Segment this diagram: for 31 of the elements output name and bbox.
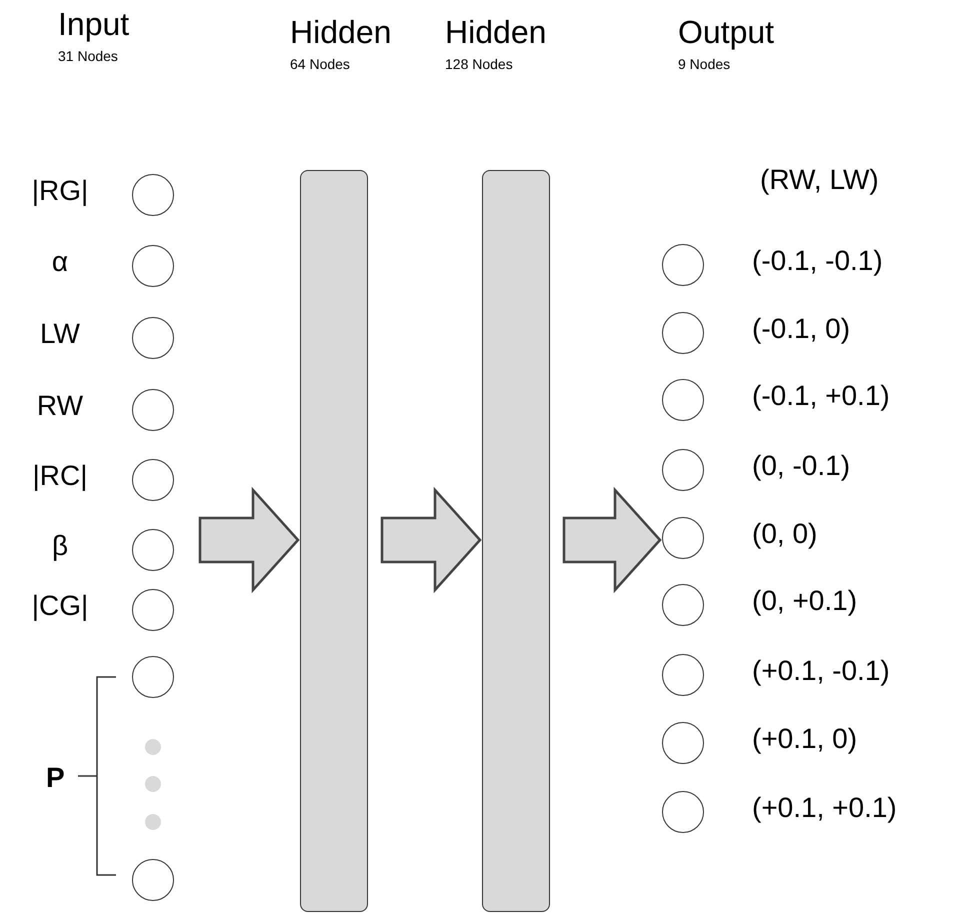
layer-title: Input bbox=[58, 5, 130, 44]
output-label: (-0.1, 0) bbox=[752, 312, 850, 346]
output-label: (-0.1, +0.1) bbox=[752, 379, 890, 413]
output-label: (0, 0) bbox=[752, 517, 818, 551]
node-count: 128 Nodes bbox=[445, 56, 513, 74]
output-label: (0, +0.1) bbox=[752, 584, 858, 618]
block-arrow bbox=[380, 486, 482, 594]
block-arrow bbox=[562, 486, 662, 594]
output-label: (0, -0.1) bbox=[752, 449, 850, 483]
input-label: β bbox=[52, 529, 68, 563]
layer-title: Hidden bbox=[290, 13, 392, 52]
group-label: P bbox=[46, 761, 65, 795]
node-count: 9 Nodes bbox=[678, 56, 730, 74]
output-label: (+0.1, -0.1) bbox=[752, 654, 890, 688]
input-label: α bbox=[52, 245, 68, 279]
output-label: (+0.1, 0) bbox=[752, 722, 858, 756]
layer-title: Hidden bbox=[445, 13, 546, 52]
node-count: 31 Nodes bbox=[58, 48, 118, 66]
block-arrow bbox=[198, 486, 300, 594]
output-label: (-0.1, -0.1) bbox=[752, 244, 883, 278]
input-label: |RC| bbox=[32, 459, 88, 493]
input-label: |CG| bbox=[32, 589, 88, 623]
layer-title: Output bbox=[678, 13, 774, 52]
input-label: |RG| bbox=[32, 174, 88, 208]
node-count: 64 Nodes bbox=[290, 56, 350, 74]
output-label: (+0.1, +0.1) bbox=[752, 791, 897, 825]
hidden-layer-bar bbox=[482, 170, 550, 912]
hidden-layer-bar bbox=[300, 170, 368, 912]
input-label: RW bbox=[36, 389, 84, 423]
input-label: LW bbox=[40, 317, 80, 351]
column-header: (RW, LW) bbox=[760, 163, 879, 197]
